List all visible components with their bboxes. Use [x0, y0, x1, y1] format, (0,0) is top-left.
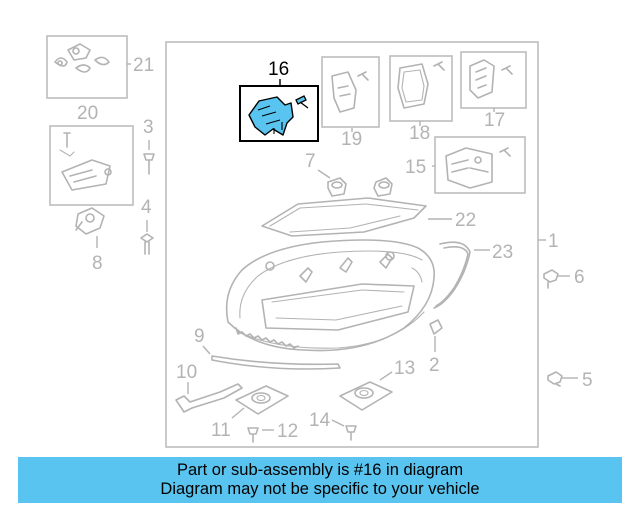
part-19[interactable]: 19 [321, 56, 380, 150]
headlamp-housing [225, 239, 435, 352]
part-20[interactable]: 20 [49, 103, 134, 206]
part-22[interactable]: 22 [261, 197, 476, 237]
part-2[interactable]: 2 [429, 319, 443, 376]
callout-20: 20 [77, 103, 98, 124]
assembly-frame [165, 41, 539, 448]
callout-6: 6 [574, 267, 585, 288]
callout-16: 16 [268, 59, 289, 80]
callout-22: 22 [455, 210, 476, 231]
info-banner: Part or sub-assembly is #16 in diagram D… [18, 457, 622, 503]
callout-10: 10 [176, 362, 197, 383]
parts-diagram: 21 20 3 4 8 16 [46, 35, 593, 448]
callout-21: 21 [133, 55, 154, 76]
callout-15: 15 [405, 157, 426, 178]
part-21[interactable]: 21 [46, 35, 154, 99]
part-10[interactable]: 10 [175, 362, 243, 413]
part-15[interactable]: 15 [405, 136, 526, 194]
part-6[interactable]: 6 [543, 267, 585, 289]
part-5[interactable]: 5 [547, 370, 593, 391]
callout-17: 17 [484, 110, 505, 131]
callout-2: 2 [429, 355, 440, 376]
part-16[interactable]: 16 [239, 59, 319, 142]
banner-line-2: Diagram may not be specific to your vehi… [160, 480, 480, 498]
callout-11: 11 [211, 420, 231, 441]
callout-12: 12 [277, 421, 298, 442]
callout-4: 4 [141, 197, 152, 218]
callout-7: 7 [305, 151, 316, 172]
part-9[interactable]: 9 [194, 326, 341, 370]
callout-1: 1 [548, 231, 559, 252]
part-17[interactable]: 17 [460, 51, 527, 131]
part-3[interactable]: 3 [143, 117, 155, 175]
part-18[interactable]: 18 [389, 55, 453, 144]
part-8[interactable]: 8 [75, 207, 105, 274]
part-14[interactable]: 14 [309, 410, 357, 441]
callout-9: 9 [194, 326, 205, 347]
callout-8: 8 [92, 253, 103, 274]
callout-13: 13 [394, 358, 415, 379]
part-11[interactable]: 11 [211, 385, 289, 441]
part-13[interactable]: 13 [339, 358, 415, 411]
callout-19: 19 [341, 129, 362, 150]
banner-line-1: Part or sub-assembly is #16 in diagram [176, 461, 464, 479]
part-7[interactable]: 7 [305, 151, 393, 197]
callout-3: 3 [143, 117, 154, 138]
part-12[interactable]: 12 [247, 421, 298, 443]
callout-18: 18 [409, 123, 430, 144]
part-4[interactable]: 4 [140, 197, 154, 255]
callout-23: 23 [492, 242, 513, 263]
part-1[interactable]: 1 [538, 231, 559, 252]
part-23[interactable]: 23 [433, 241, 513, 309]
callout-5: 5 [582, 370, 593, 391]
callout-14: 14 [309, 410, 331, 431]
